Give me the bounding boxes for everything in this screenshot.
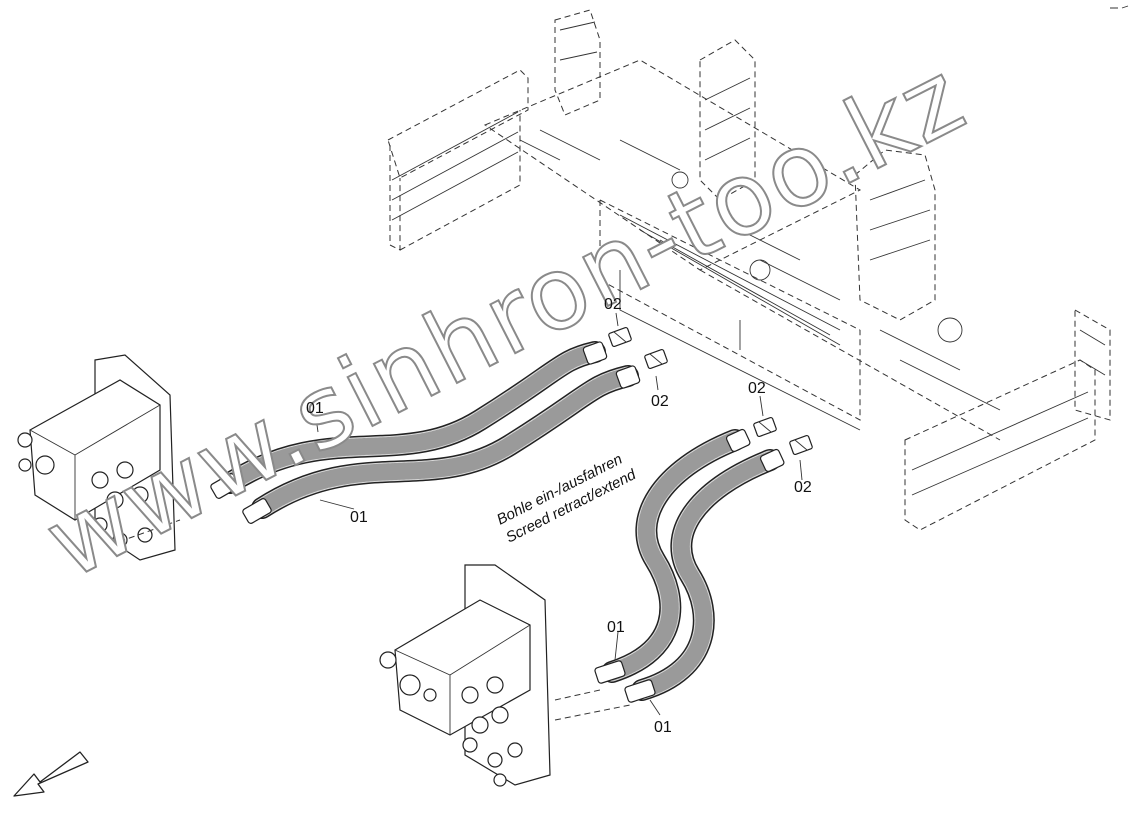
part-label-hose: 01 bbox=[350, 509, 368, 526]
caption-group: Bohle ein-/ausfahren Screed retract/exte… bbox=[494, 451, 639, 547]
part-label-fitting: 02 bbox=[604, 296, 622, 313]
valve-block-lower bbox=[379, 564, 631, 787]
lower-hose-pair bbox=[594, 428, 785, 703]
corner-mark-icon bbox=[1110, 5, 1129, 9]
valve-block-upper bbox=[17, 354, 181, 561]
part-label-fitting: 02 bbox=[748, 380, 766, 397]
adapter-fitting bbox=[644, 348, 668, 370]
part-label-fitting: 02 bbox=[794, 479, 812, 496]
part-label-fitting: 02 bbox=[651, 393, 669, 410]
part-label-hose: 01 bbox=[306, 400, 324, 417]
adapter-fitting bbox=[789, 434, 813, 456]
part-label-hose: 01 bbox=[654, 719, 672, 736]
adapter-fitting bbox=[753, 416, 777, 438]
paver-frame bbox=[387, 9, 1111, 531]
part-label-hose: 01 bbox=[607, 619, 625, 636]
leader-lines bbox=[315, 312, 803, 716]
upper-hose-pair bbox=[210, 341, 641, 524]
adapter-fitting bbox=[608, 326, 632, 348]
arrow-down-left-icon bbox=[13, 751, 89, 797]
adapter-fittings bbox=[608, 326, 813, 456]
